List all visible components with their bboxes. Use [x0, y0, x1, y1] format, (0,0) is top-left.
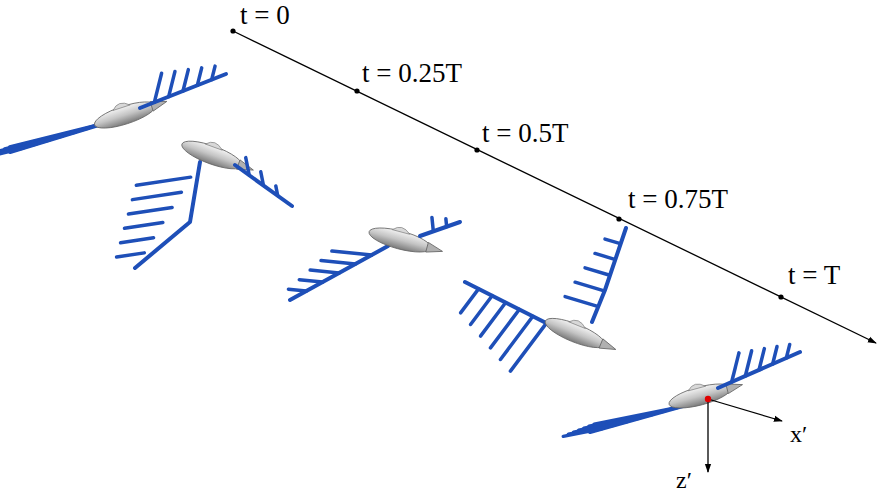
wing-feather — [169, 71, 175, 96]
time-marker — [616, 216, 621, 221]
wing-feather — [500, 316, 532, 359]
wing-feather — [510, 323, 546, 371]
wing-feather — [183, 70, 188, 91]
flapping-robot — [461, 228, 626, 371]
wing-feather — [605, 239, 620, 244]
wing-spar — [235, 165, 292, 206]
wing-spar — [420, 222, 460, 236]
wing-feather — [124, 223, 162, 229]
time-label: t = T — [788, 262, 840, 289]
wing-feather — [786, 344, 789, 358]
wing-feather — [732, 353, 739, 382]
wing-feather — [197, 68, 201, 85]
fuselage — [92, 97, 158, 134]
time-axis — [233, 31, 876, 343]
time-marker — [778, 294, 783, 299]
wing-feather — [565, 297, 598, 307]
wing-feather — [136, 177, 190, 185]
wing-feather — [444, 219, 448, 227]
wing-feather — [276, 186, 278, 196]
wing-feather — [585, 268, 609, 275]
wing-feather — [759, 349, 764, 370]
time-label: t = 0.25T — [362, 60, 462, 87]
wing-feather — [310, 270, 339, 273]
wing-feather — [246, 158, 250, 176]
fuselage — [542, 313, 608, 354]
wing-feather — [128, 207, 172, 214]
fuselage — [179, 136, 245, 175]
robot-body — [91, 90, 170, 134]
wing-feather — [154, 73, 161, 102]
wing-feather — [299, 280, 322, 282]
time-marker — [230, 28, 235, 33]
wing-feather — [563, 429, 602, 437]
flapping-robot — [563, 344, 800, 436]
wing-feather — [212, 66, 215, 80]
wing-feather — [321, 261, 355, 264]
time-label: t = 0.75T — [628, 186, 728, 213]
time-marker — [474, 147, 479, 152]
canopy — [687, 382, 706, 391]
fuselage — [367, 223, 433, 257]
z-axis-arrow — [707, 399, 708, 472]
wing-feather — [595, 253, 615, 259]
wing-feather — [121, 238, 154, 243]
wing-feather — [132, 192, 181, 199]
robot-body — [542, 309, 621, 357]
wing-feather — [432, 217, 433, 231]
canopy — [392, 225, 411, 234]
wing-feather — [332, 251, 372, 255]
wing-feather — [261, 172, 264, 186]
time-label: t = 0.5T — [482, 120, 568, 147]
wing-feather — [461, 289, 479, 313]
wing-feather — [288, 289, 306, 291]
time-label: t = 0 — [240, 2, 290, 29]
wing-feather — [745, 351, 751, 376]
wing-feather — [773, 347, 777, 364]
time-marker — [354, 88, 359, 93]
wing-feather — [471, 296, 493, 325]
canopy — [205, 140, 223, 150]
wing-feather — [575, 282, 603, 290]
nose — [599, 339, 618, 354]
axis-label: z′ — [676, 468, 692, 492]
x-axis-arrow — [708, 399, 782, 421]
nose — [426, 242, 444, 256]
canopy — [569, 318, 587, 329]
flapping-robot — [117, 132, 292, 268]
canopy — [112, 101, 131, 111]
wing-feather — [0, 148, 23, 159]
axis-label: x′ — [790, 422, 807, 446]
origin-dot — [705, 396, 711, 402]
flapping-robot — [288, 217, 460, 300]
wing-feather — [117, 253, 145, 257]
